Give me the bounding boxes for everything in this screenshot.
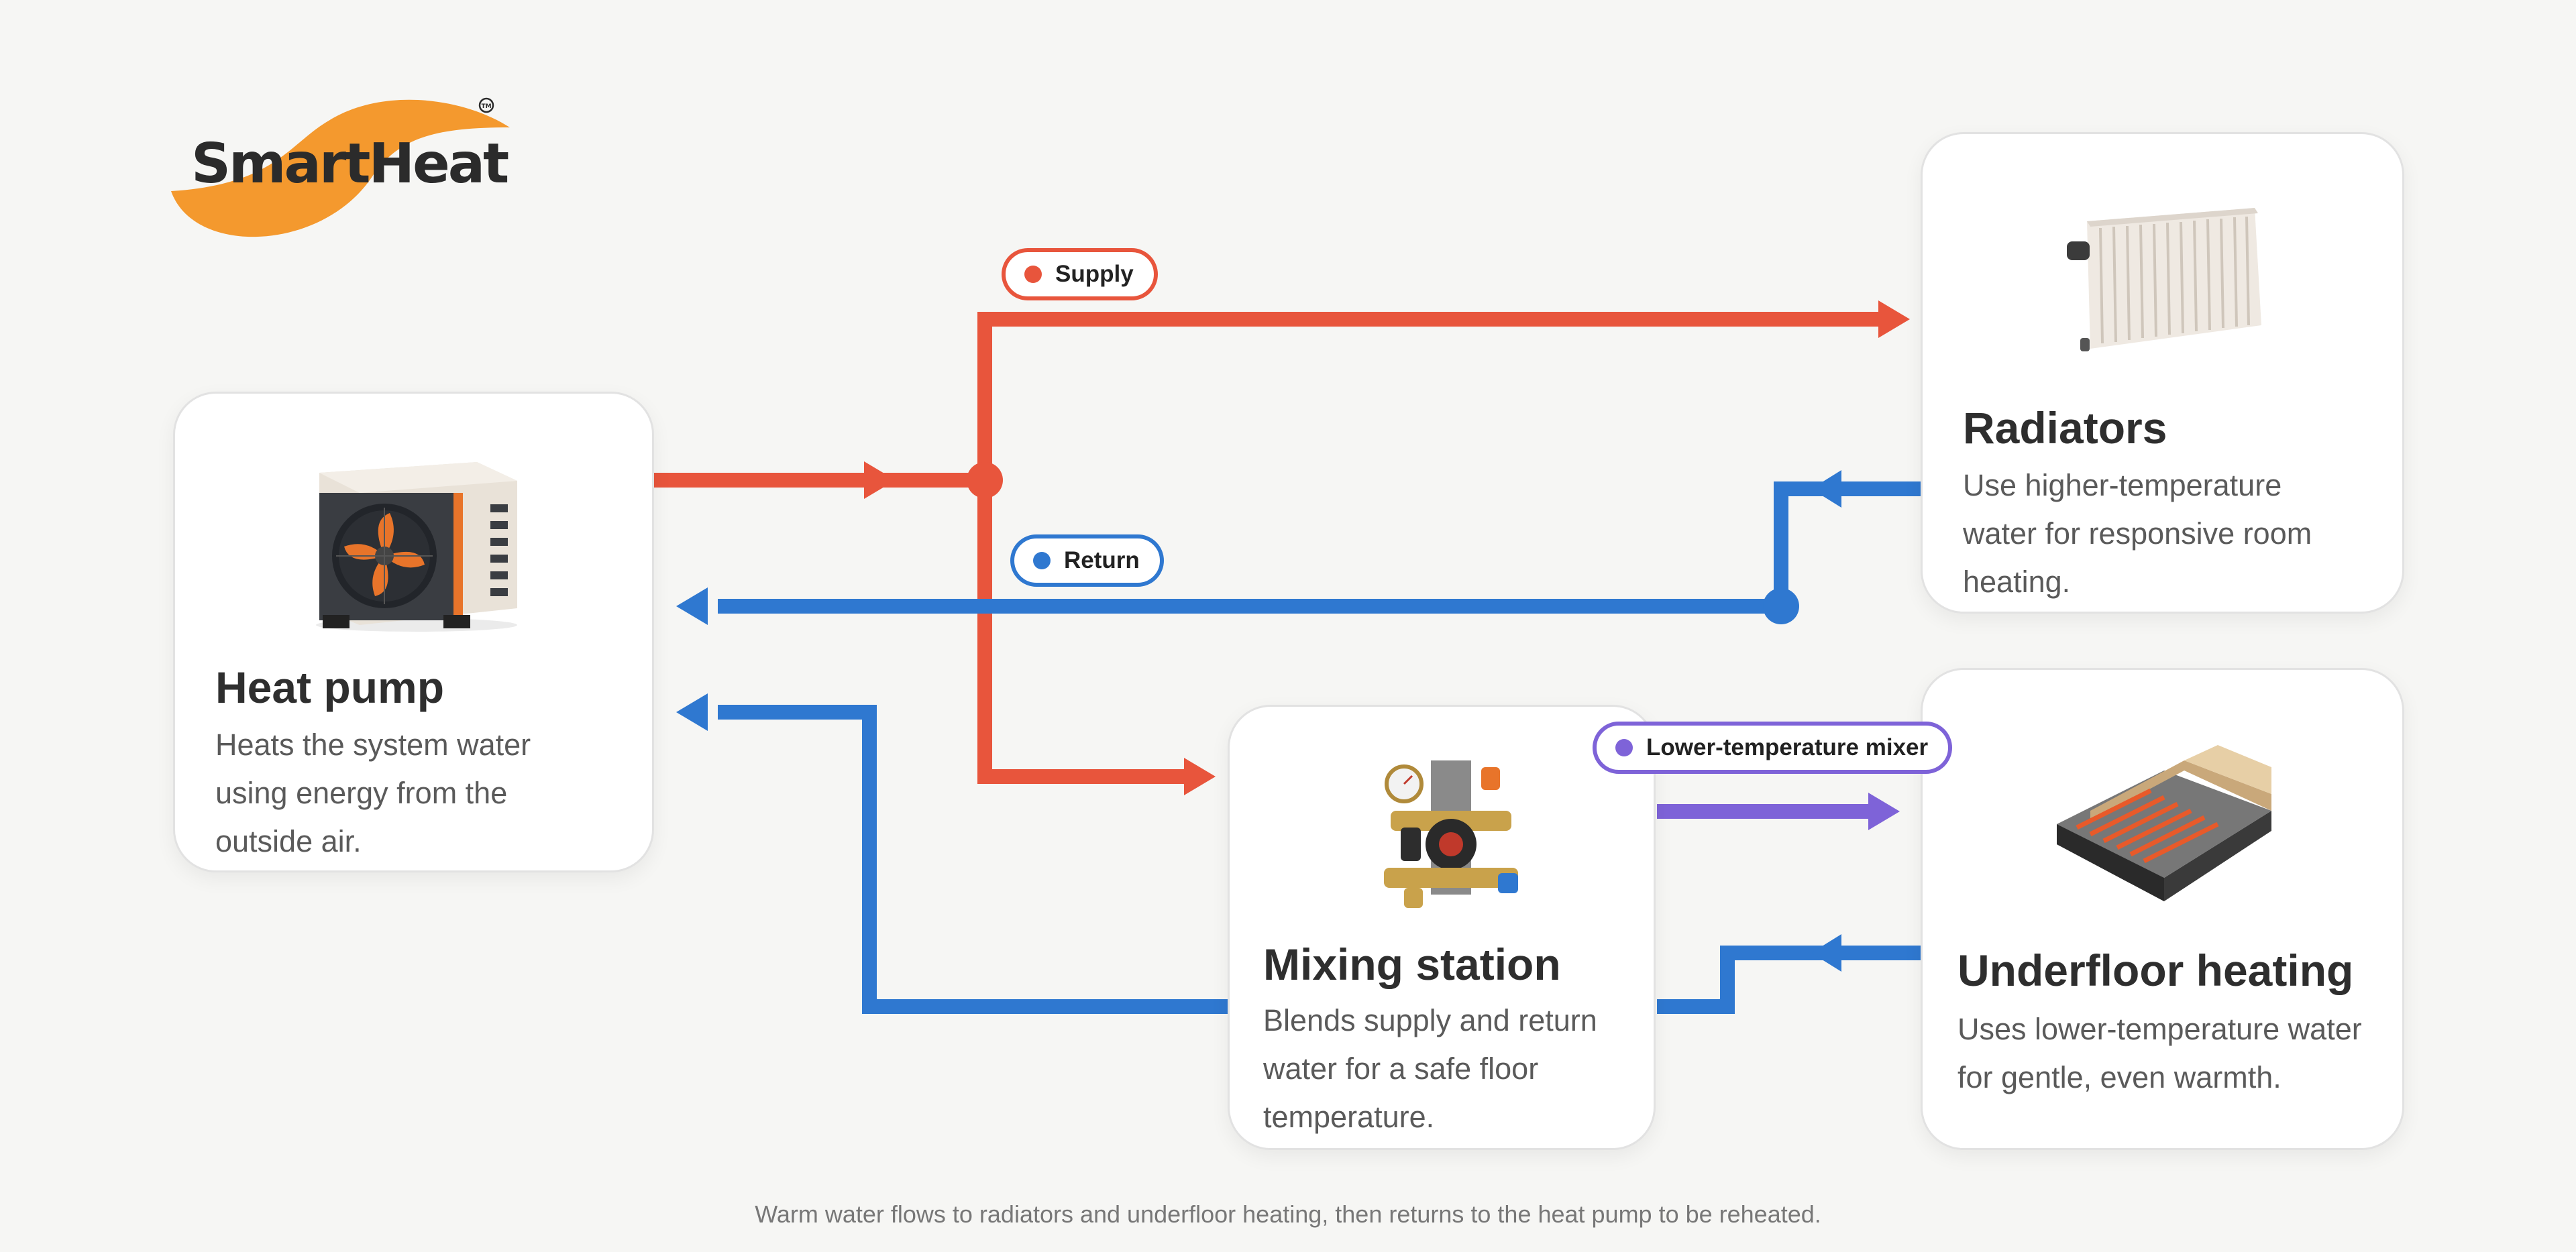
return-pipe-from-mixing-station xyxy=(718,705,1228,1014)
return-junction xyxy=(1763,588,1799,624)
smartheat-logo: TM SmartHeat xyxy=(168,91,517,251)
trademark-mark: TM xyxy=(481,103,491,110)
supply-arrow-mixing-station xyxy=(1184,758,1216,795)
mixer-arrow-underfloor xyxy=(1868,793,1900,830)
legend-supply-label: Supply xyxy=(1055,261,1134,287)
panel-radiator-icon xyxy=(2067,208,2261,351)
mixing-station-card: Mixing station Blends supply and return … xyxy=(1228,705,1656,1150)
heat-pump-card: Heat pump Heats the system water using e… xyxy=(173,392,654,872)
supply-arrow-radiators xyxy=(1878,300,1910,338)
return-pipe-from-underfloor xyxy=(1657,946,1921,1014)
mixing-station-description: Blends supply and return water for a saf… xyxy=(1263,1003,1597,1134)
legend-mixer-label: Lower-temperature mixer xyxy=(1646,734,1929,760)
return-arrow-heat-pump-in-upper xyxy=(676,587,708,625)
radiators-card: Radiators Use higher-temperature water f… xyxy=(1921,132,2404,614)
brand-name: SmartHeat xyxy=(191,132,509,196)
return-arrow-heat-pump-in-lower xyxy=(676,693,708,731)
supply-dot-icon xyxy=(1024,266,1042,283)
supply-pipe-to-radiators xyxy=(977,312,1885,480)
return-arrow-underfloor-out xyxy=(1811,934,1841,972)
supply-junction xyxy=(967,462,1003,498)
logo-swoosh-icon: TM xyxy=(171,97,510,237)
diagram-caption: Warm water flows to radiators and underf… xyxy=(755,1200,1821,1228)
radiators-title: Radiators xyxy=(1963,403,2167,453)
heat-pump-title: Heat pump xyxy=(215,663,445,712)
mixer-dot-icon xyxy=(1615,739,1633,756)
legend-return: Return xyxy=(1010,534,1164,587)
heat-pump-description: Heats the system water using energy from… xyxy=(215,728,531,858)
return-arrow-radiators-out xyxy=(1811,470,1841,508)
legend-mixer: Lower-temperature mixer xyxy=(1593,722,1953,774)
return-dot-icon xyxy=(1033,552,1051,569)
underfloor-heating-description: Uses lower-temperature water for gentle,… xyxy=(1957,1012,2362,1094)
underfloor-heating-card: Underfloor heating Uses lower-temperatur… xyxy=(1921,668,2404,1150)
mixing-station-title: Mixing station xyxy=(1263,940,1561,989)
outdoor-heat-pump-unit-icon xyxy=(316,462,517,632)
return-pipe-from-radiators xyxy=(718,481,1921,614)
underfloor-heating-pipes-icon xyxy=(2057,745,2271,901)
mixing-valve-pump-icon xyxy=(1384,760,1518,908)
supply-arrow-heat-pump-out xyxy=(864,461,896,499)
radiators-description: Use higher-temperature water for respons… xyxy=(1963,468,2312,599)
legend-supply: Supply xyxy=(1002,248,1158,300)
supply-pipe-to-mixing-station xyxy=(977,480,1187,784)
legend-return-label: Return xyxy=(1064,547,1140,573)
underfloor-heating-title: Underfloor heating xyxy=(1957,946,2354,995)
